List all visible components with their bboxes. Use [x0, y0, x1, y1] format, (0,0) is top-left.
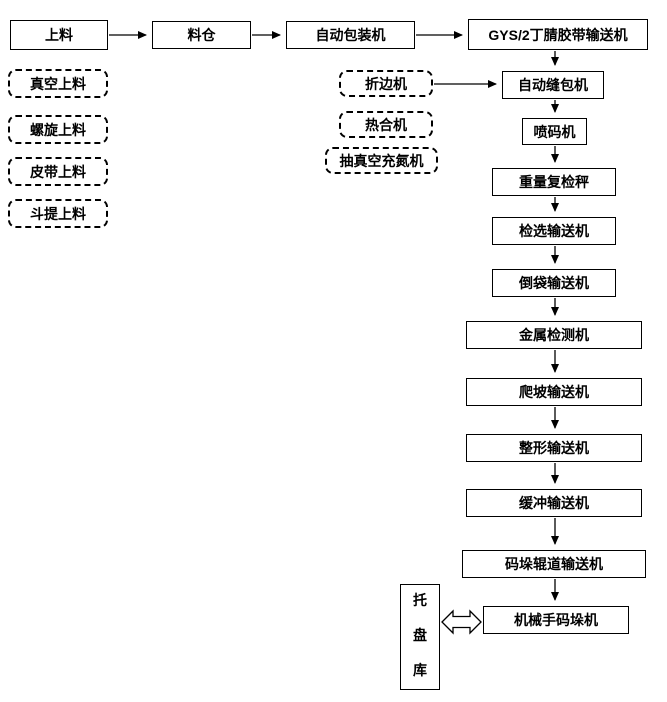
pallet-store-char-2: 盘 — [413, 627, 427, 643]
node-vacuum-feed: 真空上料 — [8, 69, 108, 98]
node-sorting-conveyor: 检选输送机 — [492, 217, 616, 245]
node-shaping-conveyor: 整形输送机 — [466, 434, 642, 462]
node-screw-feed: 螺旋上料 — [8, 115, 108, 144]
node-buffer-conveyor: 缓冲输送机 — [466, 489, 642, 517]
node-auto-bag-sewer: 自动缝包机 — [502, 71, 604, 99]
node-gys-conveyor: GYS/2丁腈胶带输送机 — [468, 19, 648, 50]
node-climbing-conveyor: 爬坡输送机 — [466, 378, 642, 406]
double-arrow-pallet-robot — [441, 609, 482, 635]
node-recheck-weigher: 重量复检秤 — [492, 168, 616, 196]
node-robot-palletizer: 机械手码垛机 — [483, 606, 629, 634]
node-auto-packer: 自动包装机 — [286, 21, 415, 49]
pallet-store-char-3: 库 — [413, 662, 427, 678]
node-metal-detector: 金属检测机 — [466, 321, 642, 349]
node-bag-inverting-conveyor: 倒袋输送机 — [492, 269, 616, 297]
node-palletizing-roller-conveyor: 码垛辊道输送机 — [462, 550, 646, 578]
node-pallet-store: 托 盘 库 — [400, 584, 440, 690]
node-belt-feed: 皮带上料 — [8, 157, 108, 186]
node-bucket-feed: 斗提上料 — [8, 199, 108, 228]
node-silo: 料仓 — [152, 21, 251, 49]
node-feed: 上料 — [10, 20, 108, 50]
node-edge-folder: 折边机 — [339, 70, 433, 97]
node-vacuum-nitrogen-filler: 抽真空充氮机 — [325, 147, 438, 174]
node-inkjet-printer: 喷码机 — [522, 118, 587, 145]
node-heat-sealer: 热合机 — [339, 111, 433, 138]
pallet-store-char-1: 托 — [413, 592, 427, 608]
